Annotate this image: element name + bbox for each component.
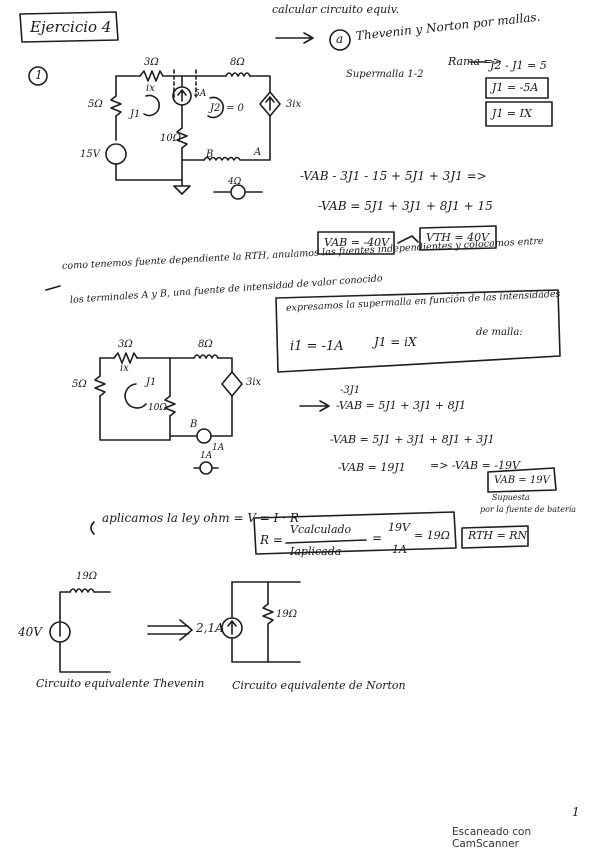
- c2-j1: J1: [146, 377, 157, 388]
- vab-line-1: -VAB - 3J1 - 15 + 5J1 + 3J1 =>: [300, 169, 487, 183]
- dependent-source-2: [221, 371, 243, 397]
- vth-result: VTH = 40V: [426, 231, 490, 244]
- note-eq-j1: J1 = iX: [374, 335, 417, 349]
- c1-source-v: 15V: [80, 149, 100, 160]
- c1-r-top-left: 3Ω: [144, 57, 159, 68]
- c2-test-src-2: 1A: [200, 451, 213, 461]
- norton-source-label: 2,1A: [196, 621, 224, 635]
- thevenin-circuit: [49, 588, 111, 673]
- ohm-value-den: 1A: [392, 543, 407, 556]
- ohm-numerator: Vcalculado: [290, 523, 352, 536]
- circuit-2: [94, 352, 243, 475]
- page-title: Ejercicio 4: [30, 18, 112, 36]
- resistor-5ohm-2: [94, 375, 106, 397]
- vab-result: VAB = -40V: [324, 236, 390, 249]
- c2-node-b: B: [190, 419, 198, 430]
- resistor-3ohm: [139, 70, 164, 82]
- thevenin-resistor-label: 19Ω: [76, 571, 98, 582]
- test-current-source: [196, 428, 212, 444]
- norton-circuit: [221, 581, 301, 663]
- eq-j1-ix: J1 = IX: [492, 107, 532, 120]
- header-arrow: [275, 32, 314, 44]
- resistor-8ohm-2: [193, 354, 219, 359]
- eq2-pre: -3J1: [340, 385, 361, 396]
- c1-node-b: B: [206, 149, 214, 160]
- c2-dep-source: 3ix: [246, 377, 262, 388]
- note-line-2: de malla:: [476, 327, 523, 338]
- resistor-10ohm-2: [164, 395, 176, 417]
- norton-caption: Circuito equivalente de Norton: [232, 679, 406, 692]
- eq2-line-1: -VAB = 5J1 + 3J1 + 8J1: [336, 399, 466, 412]
- resistor-8ohm: [225, 72, 251, 77]
- c1-node-a: A: [254, 147, 262, 158]
- result-box-vab: [317, 231, 395, 255]
- eq2-note-fuente: por la fuente de batería: [480, 505, 577, 514]
- eq-box-1: [485, 77, 549, 99]
- page-number: 1: [572, 805, 580, 819]
- c1-j1: J1: [130, 109, 141, 120]
- item-number: 1: [35, 68, 43, 82]
- scanner-watermark: Escaneado con CamScanner: [452, 826, 532, 848]
- c2-test-src: 1A: [212, 443, 225, 453]
- note-eq-i1: i1 = -1A: [290, 339, 344, 354]
- norton-resistor: [262, 603, 274, 625]
- ohm-equals-2: = 19Ω: [414, 529, 450, 542]
- c1-j2: J2: [210, 103, 221, 114]
- eq2-line-2: -VAB = 5J1 + 3J1 + 8J1 + 3J1: [330, 433, 495, 446]
- ohm-r-label: R =: [260, 533, 283, 547]
- voltage-source-15v: [105, 143, 127, 165]
- part-label: a: [336, 32, 344, 46]
- eq-j2-j1: J2 - J1 = 5: [490, 59, 547, 72]
- eq-j1-5a: J1 = -5A: [492, 81, 539, 94]
- ground-symbol: [173, 179, 191, 195]
- c2-ix: ix: [120, 363, 129, 374]
- result-box-19v: [487, 467, 557, 493]
- c1-src-label: 5A: [194, 89, 207, 99]
- eq2-line-3b: => -VAB = -19V: [430, 459, 520, 472]
- part-circle: [329, 29, 351, 51]
- result-box-vth: [419, 225, 497, 251]
- top-note: calcular circuito equiv.: [272, 3, 400, 16]
- rth-equals-rn: RTH = RN: [468, 529, 528, 542]
- resistor-3ohm-2: [113, 352, 138, 364]
- ohm-intro: aplicamos la ley ohm = V = I · R: [102, 511, 299, 525]
- c1-r-top-right: 8Ω: [230, 57, 245, 68]
- c1-r-ab: 4Ω: [228, 177, 242, 187]
- c2-r-mid: 10Ω: [148, 403, 167, 413]
- rama-label: Rama =>: [448, 55, 503, 68]
- item-circle: [28, 66, 48, 86]
- note-box: [275, 289, 561, 373]
- ohm-equals-1: =: [372, 531, 383, 545]
- superposition-label: Supermalla 1-2: [346, 69, 424, 80]
- circuit-1: [105, 69, 281, 200]
- ohm-value-num: 19V: [388, 521, 410, 534]
- eq2-line-3: -VAB = 19J1: [338, 461, 406, 474]
- c1-j2-zero: = 0: [226, 103, 244, 114]
- ohm-denominator: Iaplicada: [290, 545, 342, 558]
- c2-r-top-right: 8Ω: [198, 339, 213, 350]
- thevenin-source-label: 40V: [18, 625, 42, 639]
- r-formula-box: [253, 511, 457, 555]
- eq-box-2: [485, 101, 553, 127]
- c1-r-left: 5Ω: [88, 99, 103, 110]
- c1-dep-source: 3ix: [286, 99, 302, 110]
- rth-rn-box: [461, 525, 529, 549]
- norton-resistor-label: 19Ω: [276, 609, 298, 620]
- thevenin-caption: Circuito equivalente Thevenin: [36, 677, 205, 690]
- c2-r-top-left: 3Ω: [118, 339, 133, 350]
- c1-r-mid: 10Ω: [160, 133, 182, 144]
- title-box: [19, 11, 119, 43]
- resistor-5ohm: [110, 95, 122, 117]
- vab-line-2: -VAB = 5J1 + 3J1 + 8J1 + 15: [318, 199, 493, 213]
- c2-r-left: 5Ω: [72, 379, 87, 390]
- eq2-note-supuesta: Supuesta: [492, 493, 530, 502]
- thevenin-resistor: [69, 588, 111, 593]
- eq2-result: VAB = 19V: [494, 475, 550, 486]
- c1-ix: ix: [146, 83, 155, 94]
- resistor-10ohm: [176, 127, 188, 149]
